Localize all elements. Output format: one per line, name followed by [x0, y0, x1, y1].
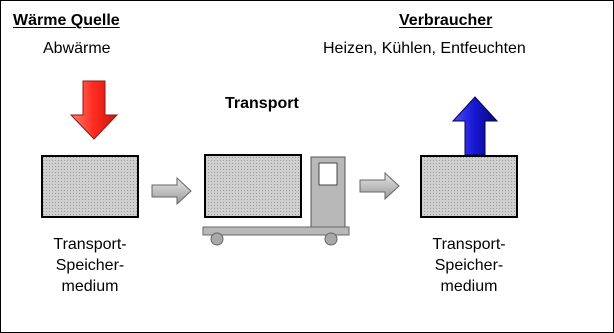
storage-medium-right-line-2: Speicher-	[434, 257, 504, 274]
flow-arrow-2	[359, 171, 400, 201]
storage-box-right	[420, 155, 518, 218]
storage-medium-right-line-3: medium	[440, 278, 498, 295]
storage-medium-left-line-2: Speicher-	[55, 257, 125, 274]
storage-medium-label-left: Transport- Speicher- medium	[30, 234, 150, 297]
consumer-heading: Verbraucher	[399, 12, 493, 29]
storage-medium-left-line-1: Transport-	[53, 236, 127, 253]
flow-arrow-1	[151, 176, 192, 206]
transport-title: Transport	[225, 95, 299, 112]
storage-medium-left-line-3: medium	[61, 278, 119, 295]
storage-medium-right-line-1: Transport-	[432, 236, 506, 253]
truck-icon	[202, 154, 350, 246]
source-heading: Wärme Quelle	[13, 12, 120, 29]
storage-box-left	[41, 155, 139, 218]
heat-output-arrow	[451, 96, 499, 156]
storage-medium-label-right: Transport- Speicher- medium	[409, 234, 529, 297]
consumer-subtitle: Heizen, Kühlen, Entfeuchten	[323, 40, 526, 57]
source-subtitle: Abwärme	[43, 40, 111, 57]
heat-input-arrow	[69, 80, 119, 140]
